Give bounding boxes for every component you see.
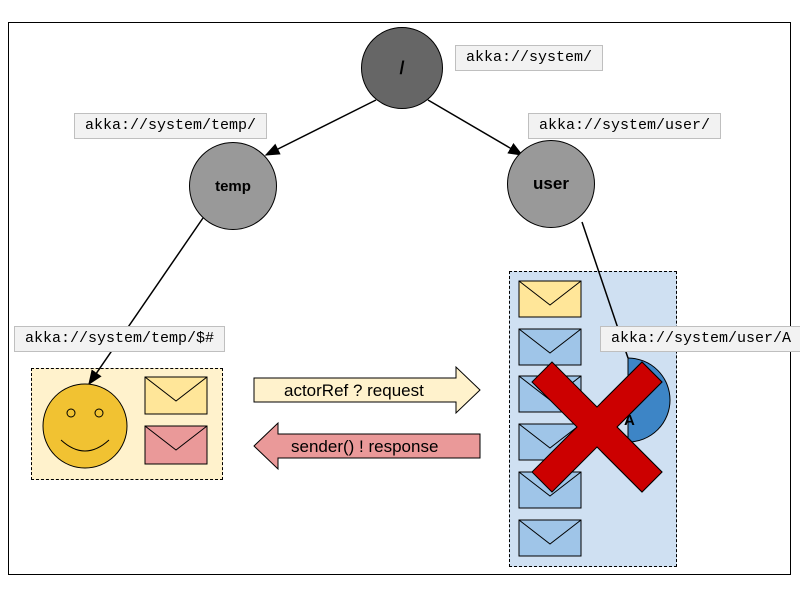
- user-path-label: akka://system/user/: [528, 113, 722, 139]
- request-label: actorRef ? request: [284, 381, 424, 400]
- request-arrow: [253, 365, 481, 415]
- edge-temp-child: [88, 217, 204, 386]
- temp-node-label: temp: [215, 177, 251, 195]
- actor-a-label: A: [624, 412, 635, 429]
- user-child-path-label: akka://system/user/A: [600, 326, 800, 352]
- user-node: user: [507, 140, 595, 228]
- envelope-icon: [144, 376, 208, 415]
- envelope-icon: [518, 519, 582, 557]
- user-node-label: user: [533, 174, 569, 193]
- edge-root-temp: [264, 99, 377, 156]
- envelope-icon: [144, 425, 208, 465]
- root-node: /: [361, 27, 443, 109]
- temp-path-label: akka://system/temp/: [74, 113, 268, 139]
- temp-node: temp: [189, 142, 277, 230]
- edge-root-user: [427, 99, 524, 156]
- root-node-label: /: [399, 57, 405, 78]
- smiley-face-icon: [42, 383, 128, 469]
- response-arrow: [253, 421, 481, 471]
- root-path-label: akka://system/: [455, 45, 604, 71]
- temp-child-path-label: akka://system/temp/$#: [14, 326, 226, 352]
- response-label: sender() ! response: [291, 437, 439, 456]
- envelope-icon: [518, 328, 582, 366]
- envelope-icon: [518, 280, 582, 318]
